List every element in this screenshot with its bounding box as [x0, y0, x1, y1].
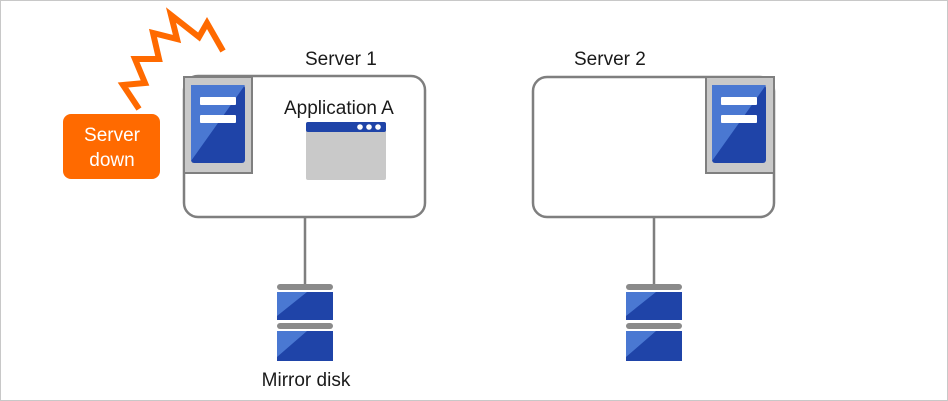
- disk-stack-icon: [626, 284, 682, 361]
- server-1-label: Server 1: [305, 49, 377, 70]
- server-tower-icon: [183, 76, 253, 174]
- server-2-group: Server 2: [531, 49, 776, 361]
- mirror-disk-label: Mirror disk: [262, 370, 351, 391]
- lightning-bolt-icon: [117, 7, 226, 111]
- server-1-group: Server 1 Application A: [182, 49, 427, 391]
- server-2-label: Server 2: [574, 49, 646, 70]
- server-down-line-1: Server: [84, 125, 141, 146]
- application-window-icon: [306, 122, 386, 180]
- disk-stack-icon: [277, 284, 333, 361]
- server-tower-icon: [705, 76, 775, 174]
- server-down-badge: Server down: [63, 114, 160, 179]
- server-down-line-2: down: [89, 150, 134, 171]
- application-label: Application A: [284, 98, 394, 119]
